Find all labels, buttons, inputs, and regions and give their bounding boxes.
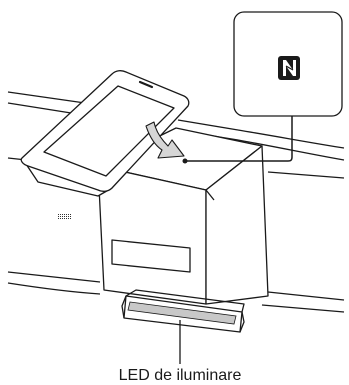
nfc-touch-point: [182, 158, 188, 164]
center-bracket: [97, 127, 269, 305]
tap-arrow: [145, 121, 185, 159]
speaker-grille-left: [58, 214, 72, 220]
nfc-callout-line: [186, 116, 293, 162]
smartphone-device: [20, 70, 190, 197]
led-label: LED de iluminare: [119, 367, 242, 384]
led-light: [127, 301, 237, 325]
nfc-n-mark-icon: [278, 56, 300, 80]
